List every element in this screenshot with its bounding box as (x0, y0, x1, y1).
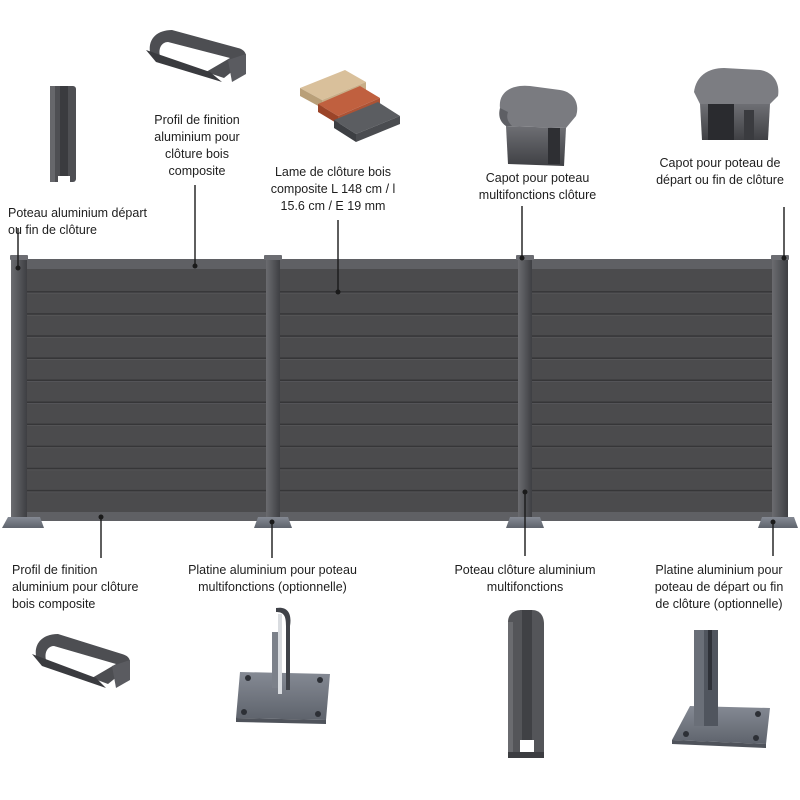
board-seam (20, 401, 780, 404)
label-top-finishing-profile: Profil de finition aluminium pour clôtur… (154, 113, 240, 178)
multifunction-post-2 (518, 258, 532, 522)
fence-boards (20, 291, 780, 493)
base-plate (758, 517, 798, 528)
label-start-end-plate: Platine aluminium pour poteau de départ … (654, 563, 784, 611)
label-composite-board: Lame de clôture bois composite L 148 cm … (270, 165, 396, 213)
board-highlight (20, 403, 780, 404)
board-seam (20, 379, 780, 382)
post-cap (516, 255, 534, 260)
board-highlight (20, 491, 780, 493)
multifunction-post-1 (266, 258, 280, 522)
board-highlight (20, 292, 780, 294)
start-end-plate-thumbnail (672, 630, 770, 748)
board-highlight (20, 314, 780, 316)
board-highlight (20, 469, 780, 471)
top-finishing-profile-thumbnail (146, 30, 246, 82)
post-cap (10, 255, 28, 260)
board-highlight (20, 359, 780, 360)
label-multifunction-cap: Capot pour poteau multifonctions clôture (478, 171, 597, 202)
fence (2, 255, 798, 528)
board-highlight (20, 425, 780, 426)
base-plate (2, 517, 44, 528)
board-seam (20, 313, 780, 315)
multifunction-cap-thumbnail (499, 85, 578, 166)
board-highlight (20, 336, 780, 338)
leader-lines (15, 185, 787, 558)
bottom-finishing-profile-thumbnail (32, 634, 131, 688)
fence-panel (20, 262, 780, 520)
label-start-end-cap: Capot pour poteau de départ ou fin de cl… (656, 156, 784, 187)
multifunction-plate-thumbnail (236, 607, 330, 724)
multifunction-post-thumbnail (508, 610, 544, 758)
board-seam (20, 357, 780, 359)
board-seam (20, 335, 780, 337)
label-bottom-finishing-profile: Profil de finition aluminium pour clôtur… (12, 563, 139, 611)
board-highlight (20, 381, 780, 382)
board-seam (20, 291, 780, 293)
board-seam (20, 423, 780, 426)
bottom-finishing-profile (14, 512, 786, 521)
board-seam (20, 489, 780, 492)
start-post (11, 258, 27, 522)
board-seam (20, 445, 780, 448)
board-seam (20, 467, 780, 470)
top-finishing-profile (14, 259, 786, 269)
label-multifunction-post: Poteau clôture aluminium multifonctions (454, 563, 596, 594)
board-highlight (20, 447, 780, 449)
end-post (772, 258, 788, 522)
composite-board-samples (300, 70, 400, 142)
post-cap (264, 255, 282, 260)
start-post-thumbnail (50, 86, 76, 184)
label-start-post: Poteau aluminium départ ou fin de clôtur… (8, 206, 147, 237)
label-multifunction-plate: Platine aluminium pour poteau multifonct… (188, 563, 357, 594)
start-end-cap-thumbnail (694, 68, 779, 140)
